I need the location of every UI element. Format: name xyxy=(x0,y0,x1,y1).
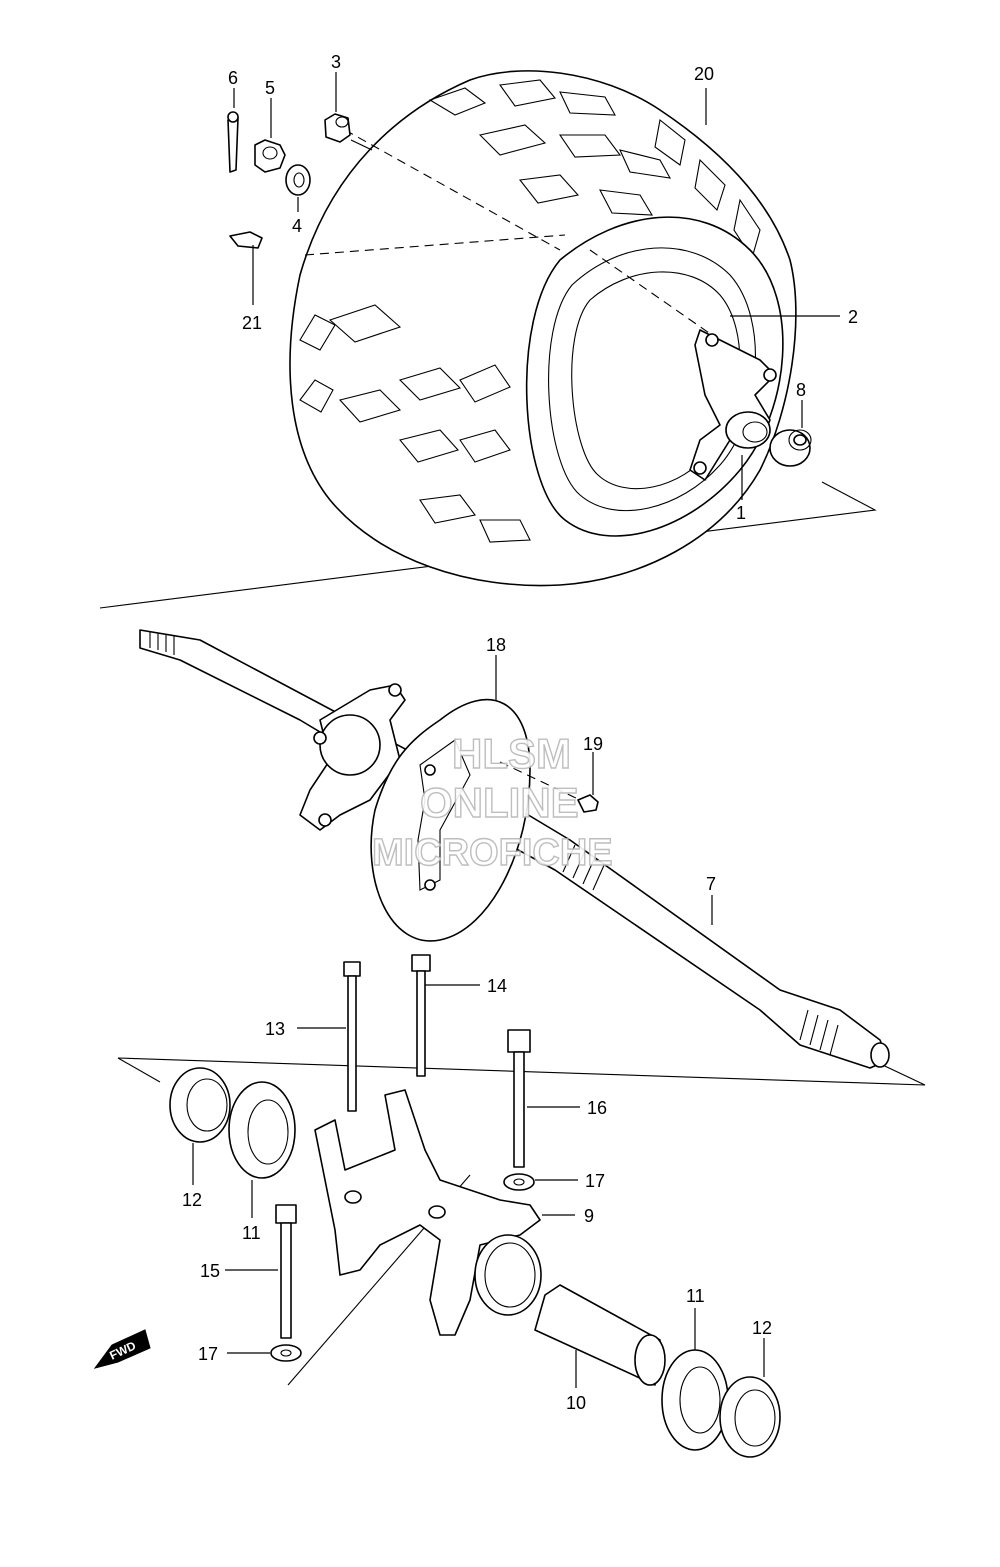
callout-12-left: 12 xyxy=(182,1190,202,1210)
oil-seal-right[interactable] xyxy=(719,1376,781,1458)
callout-14: 14 xyxy=(487,976,507,996)
callout-numbers: 1 2 3 4 5 6 7 8 9 10 11 11 12 12 13 14 1… xyxy=(182,52,858,1413)
disc-bolt[interactable] xyxy=(499,761,599,813)
washer-17-lower[interactable] xyxy=(270,1344,302,1362)
callout-11-right: 11 xyxy=(686,1286,705,1306)
cotter-pin[interactable] xyxy=(227,111,239,173)
hub-nut[interactable] xyxy=(769,429,812,467)
callout-21: 21 xyxy=(242,313,262,333)
housing-bolt-14[interactable] xyxy=(411,954,431,1077)
callout-8: 8 xyxy=(796,380,806,400)
callout-leaders xyxy=(192,72,840,1388)
axle-hub-flange[interactable] xyxy=(299,683,406,831)
callout-4: 4 xyxy=(292,216,302,236)
callout-5: 5 xyxy=(265,78,275,98)
castle-nut[interactable] xyxy=(254,139,286,173)
watermark-line2: ONLINE xyxy=(420,779,579,826)
bearing-left[interactable] xyxy=(228,1081,296,1179)
valve-stem[interactable] xyxy=(229,231,263,249)
lug-nut[interactable] xyxy=(324,113,351,143)
housing-bolt-15[interactable] xyxy=(275,1204,297,1339)
callout-17-upper: 17 xyxy=(585,1171,605,1191)
callout-13: 13 xyxy=(265,1019,285,1039)
callout-19: 19 xyxy=(583,734,603,754)
callout-6: 6 xyxy=(228,68,238,88)
callout-20: 20 xyxy=(694,64,714,84)
rear-axle[interactable] xyxy=(139,629,890,1069)
bearing-right[interactable] xyxy=(661,1349,729,1451)
forward-direction-badge: FWD xyxy=(93,1329,151,1369)
callout-12-right: 12 xyxy=(752,1318,772,1338)
wheel-hub[interactable] xyxy=(689,329,777,481)
washer[interactable] xyxy=(285,164,311,196)
watermark-line3: MICROFICHE xyxy=(372,832,613,874)
rear-wheel-tire[interactable] xyxy=(289,70,797,587)
callout-3: 3 xyxy=(331,52,341,72)
axle-spline-icon xyxy=(149,632,839,1056)
washer-17-upper[interactable] xyxy=(503,1173,535,1191)
watermark: HLSM ONLINE MICROFICHE xyxy=(371,729,613,874)
callout-10: 10 xyxy=(566,1393,586,1413)
callout-7: 7 xyxy=(706,874,716,894)
housing-bolt-13[interactable] xyxy=(343,961,361,1112)
callout-16: 16 xyxy=(587,1098,607,1118)
axle-housing[interactable] xyxy=(314,1089,542,1336)
oil-seal-left[interactable] xyxy=(169,1067,231,1143)
callout-15: 15 xyxy=(200,1261,220,1281)
axle-collar[interactable] xyxy=(534,1284,666,1386)
callout-9: 9 xyxy=(584,1206,594,1226)
callout-1: 1 xyxy=(736,503,746,523)
watermark-line1: HLSM xyxy=(452,730,571,777)
brake-disc[interactable] xyxy=(370,698,531,942)
callout-11-left: 11 xyxy=(242,1223,261,1243)
callout-17-lower: 17 xyxy=(198,1344,218,1364)
callout-18: 18 xyxy=(486,635,506,655)
callout-2: 2 xyxy=(848,307,858,327)
housing-bolt-16[interactable] xyxy=(507,1029,531,1168)
